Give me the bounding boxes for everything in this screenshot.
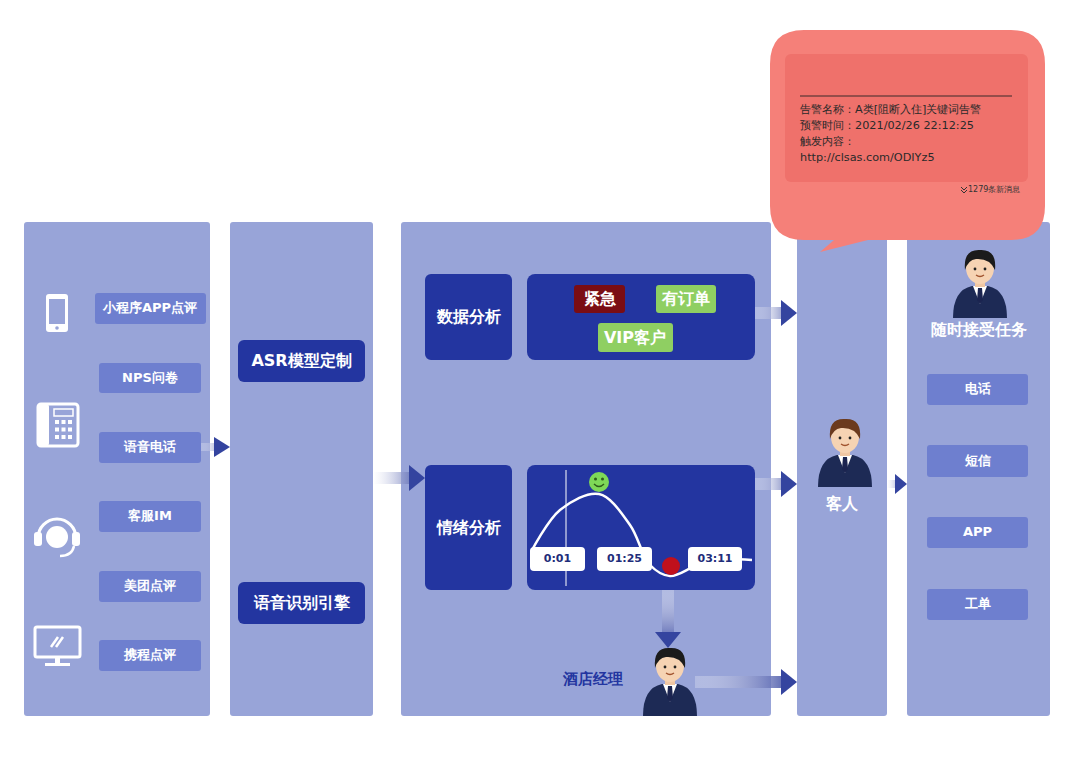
arrow-head [214, 437, 230, 457]
person-icon [643, 648, 697, 716]
arrow-head [781, 300, 797, 326]
column-panel: 电话短信 APP 工单 随时接受任务 [907, 222, 1050, 716]
node-label: 01:25 [607, 552, 642, 566]
node-label: 电话 [965, 381, 991, 397]
node-label: 语音电话 [124, 439, 176, 455]
node-label: 工单 [965, 596, 991, 612]
message-line: 告警名称：A类[阻断入住]关键词告警 [800, 102, 1028, 118]
node-label: 携程点评 [124, 647, 176, 663]
time-label: 0:01 [530, 547, 585, 571]
channel-box: 客服IM [99, 501, 201, 532]
arrow-shaft [887, 480, 895, 488]
column-heading: 客人 [797, 494, 887, 514]
arrow-shaft [373, 472, 409, 484]
label-holder: 1279条新消息 [968, 185, 1047, 195]
channel-box: NPS问卷 [99, 363, 201, 393]
heading-holder: 随时接受任务 [907, 320, 1050, 340]
arrow-head [409, 465, 425, 491]
node-label: 1279条新消息 [968, 185, 1047, 195]
flow-arrow [755, 300, 797, 326]
arrow-shaft [755, 307, 781, 319]
channel-box: 短信 [927, 445, 1028, 477]
time-label: 03:11 [688, 547, 742, 571]
illustration [797, 222, 887, 716]
arrow-shaft [695, 676, 781, 688]
flow-arrow [695, 669, 797, 695]
column-panel: 客人 [797, 222, 887, 716]
channel-box: 美团点评 [99, 571, 201, 602]
node-label: 情绪分析 [437, 518, 501, 538]
arrow-head [655, 632, 681, 648]
message-panel: 告警名称：A类[阻断入住]关键词告警预警时间：2021/02/26 22:12:… [785, 54, 1028, 182]
flow-arrow [887, 474, 907, 494]
arrow-shaft [755, 478, 781, 490]
illustration [527, 465, 755, 590]
tag-box: 有订单 [656, 285, 716, 313]
node-label: ASR模型定制 [251, 351, 351, 371]
speech-bubble: 告警名称：A类[阻断入住]关键词告警预警时间：2021/02/26 22:12:… [770, 30, 1047, 255]
tag-box: 紧急 [574, 285, 625, 313]
message-holder: 告警名称：A类[阻断入住]关键词告警预警时间：2021/02/26 22:12:… [800, 102, 1028, 166]
arrow-head [781, 669, 797, 695]
person-icon [818, 419, 872, 487]
node-label: 短信 [965, 453, 991, 469]
process-box: 情绪分析 [425, 465, 512, 590]
channel-box: 工单 [927, 589, 1028, 620]
arrow-shaft [201, 443, 214, 451]
node-label: 酒店经理 [563, 670, 695, 689]
process-box: 数据分析 [425, 274, 512, 360]
column-heading: 随时接受任务 [907, 320, 1050, 340]
node-label: NPS问卷 [122, 370, 178, 386]
heading-holder: 客人 [797, 494, 887, 514]
column-panel: 小程序APP点评 NPS问卷语音电话客服IM 美团点评携程点评 [24, 222, 210, 716]
node-label: 数据分析 [437, 307, 501, 327]
message-line: 预警时间：2021/02/26 22:12:25 [800, 118, 1028, 134]
channel-box: APP [927, 517, 1028, 548]
tag-box: VIP客户 [598, 323, 673, 352]
flow-arrow [755, 471, 797, 497]
message-line: 触发内容： [800, 134, 1028, 150]
arrow-shaft [662, 590, 674, 632]
node-label: VIP客户 [604, 328, 666, 348]
channel-box: 小程序APP点评 [95, 293, 206, 324]
label-holder: 酒店经理 [563, 670, 695, 689]
channel-box: 语音电话 [99, 432, 201, 463]
channel-box: 携程点评 [99, 640, 201, 671]
process-box: 语音识别引擎 [238, 582, 365, 624]
display-panel: 紧急 有订单 VIP客户 [527, 274, 755, 360]
arrow-head [781, 471, 797, 497]
node-label: 客服IM [128, 508, 172, 524]
node-label: 紧急 [584, 289, 616, 309]
node-label: 有订单 [662, 289, 710, 309]
channel-box: 电话 [927, 374, 1028, 405]
flow-arrow [655, 590, 681, 648]
node-label: 03:11 [697, 552, 732, 566]
message-line: http://clsas.com/ODIYz5 [800, 150, 1028, 166]
time-label: 01:25 [597, 547, 652, 571]
node-label: 语音识别引擎 [254, 593, 350, 613]
arrow-head [895, 474, 907, 494]
flow-arrow [373, 465, 425, 491]
person-icon [953, 250, 1007, 318]
process-box: ASR模型定制 [238, 340, 365, 382]
node-label: APP [963, 524, 992, 540]
column-panel: ASR模型定制语音识别引擎 [230, 222, 373, 716]
node-label: 小程序APP点评 [103, 300, 197, 316]
node-label: 美团点评 [124, 578, 176, 594]
flow-arrow [201, 437, 230, 457]
column-panel: 数据分析 紧急 有订单 VIP客户情绪分析 0:01 01:25 03:11 酒店经理 [401, 222, 771, 716]
display-panel: 0:01 01:25 03:11 [527, 465, 755, 590]
node-label: 0:01 [544, 552, 571, 566]
person-node: 酒店经理 [555, 648, 695, 710]
